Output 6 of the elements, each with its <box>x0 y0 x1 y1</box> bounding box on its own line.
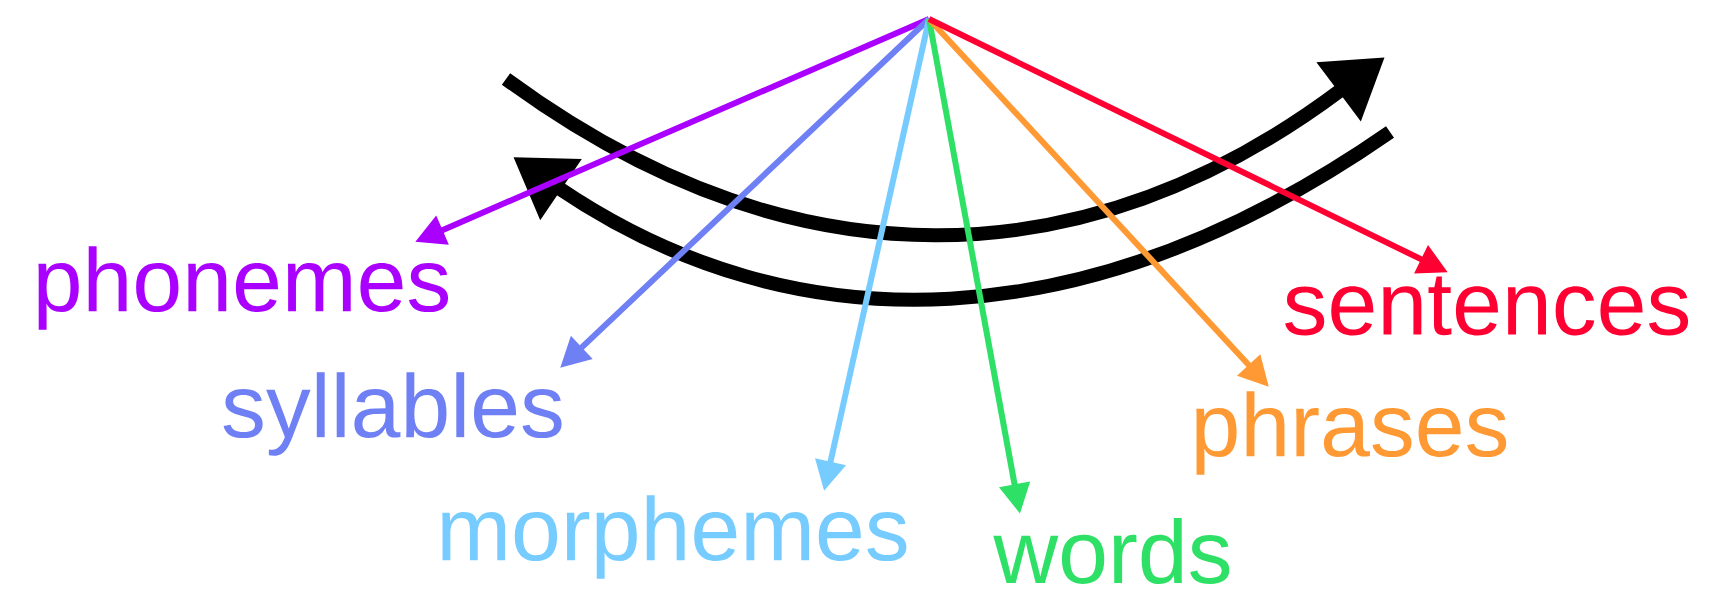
word-label: sentences <box>1285 276 1689 336</box>
word-label: phrases <box>1196 391 1507 475</box>
word-label: syllables <box>223 372 562 456</box>
word-label: morphemes <box>442 495 907 579</box>
word-label: words <box>993 518 1230 584</box>
word-label: phonemes <box>38 246 449 330</box>
